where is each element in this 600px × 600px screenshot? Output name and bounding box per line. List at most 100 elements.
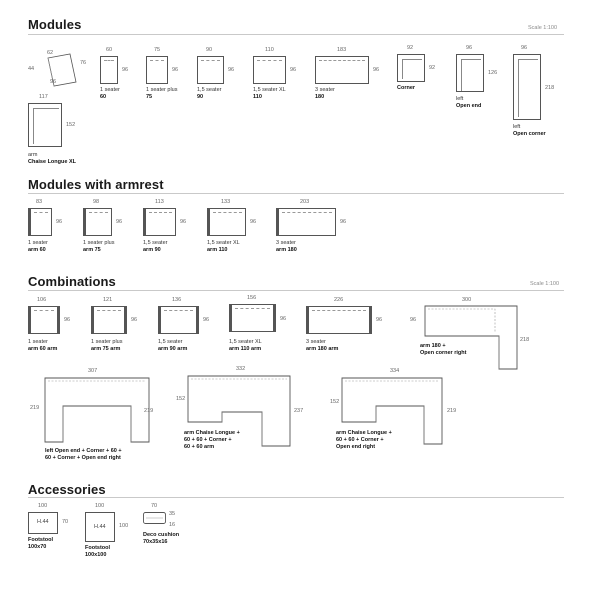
dim-width: 96 xyxy=(521,45,528,51)
dim-depth: 70 xyxy=(62,519,69,525)
dim-width: 183 xyxy=(337,47,347,53)
chaise-seat-outline xyxy=(461,59,481,91)
combination-caption: arm Chaise Longue +60 + 60 + Corner +60 … xyxy=(184,430,240,450)
dim-width: 133 xyxy=(221,199,231,205)
dim-depth-left: 219 xyxy=(30,405,40,411)
dim-depth-left: 152 xyxy=(330,399,340,405)
dim-depth: 96 xyxy=(122,67,129,73)
section-divider xyxy=(28,193,564,194)
footstool-height-label: H.44 xyxy=(37,519,49,525)
dim-depth: 35 xyxy=(169,511,176,517)
dim-depth: 96 xyxy=(203,317,210,323)
combination-drawing xyxy=(44,377,150,443)
dim-depth-left: 152 xyxy=(176,396,186,402)
module-drawing xyxy=(28,208,52,236)
dim-width: 106 xyxy=(37,297,47,303)
dim-width: 90 xyxy=(206,47,213,53)
module-drawing xyxy=(397,54,425,82)
dim-height: 76 xyxy=(80,60,87,66)
dim-depth: 96 xyxy=(180,219,187,225)
dim-depth: 96 xyxy=(340,219,347,225)
combination-drawing xyxy=(306,306,372,334)
footstool-height-label: H.44 xyxy=(94,524,106,530)
dim-depth: 96 xyxy=(280,316,287,322)
combination-drawing xyxy=(91,306,127,334)
module-drawing xyxy=(197,56,224,84)
scale-label-combinations: Scale 1:100 xyxy=(530,281,560,287)
dim-width: 60 xyxy=(106,47,113,53)
section-divider xyxy=(28,34,564,35)
section-title-modules-with-armrest: Modules with armrest xyxy=(28,177,164,192)
combination-drawing xyxy=(341,377,443,445)
dim-depth: 96 xyxy=(290,67,297,73)
dim-width: 300 xyxy=(462,297,472,303)
dim-depth: 96 xyxy=(172,67,179,73)
dim-width: 307 xyxy=(88,368,98,374)
cushion-drawing xyxy=(143,512,166,524)
dim-width: 100 xyxy=(38,503,48,509)
dim-width: 98 xyxy=(93,199,100,205)
dim-width: 92 xyxy=(407,45,414,51)
dim-width: 334 xyxy=(390,368,400,374)
dim-depth: 96 xyxy=(228,67,235,73)
combination-drawing xyxy=(187,375,291,447)
module-drawing xyxy=(207,208,246,236)
module-drawing xyxy=(253,56,286,84)
module-drawing xyxy=(456,54,484,92)
dim-width: 226 xyxy=(334,297,344,303)
scale-label-modules: Scale 1:100 xyxy=(528,25,558,31)
dim-width: 117 xyxy=(39,94,48,100)
combination-caption: left Open end + Corner + 60 +60 + Corner… xyxy=(45,448,122,461)
dim-width: 203 xyxy=(300,199,310,205)
module-drawing xyxy=(315,56,369,84)
footstool-drawing: H.44 xyxy=(28,512,58,534)
module-drawing xyxy=(100,56,118,84)
dim-depth: 218 xyxy=(545,85,555,91)
combination-caption: arm Chaise Longue +60 + 60 + Corner +Ope… xyxy=(336,430,392,450)
dim-depth: 96 xyxy=(373,67,380,73)
open-corner-seat-outline xyxy=(518,59,538,117)
dim-width: 110 xyxy=(265,47,274,53)
dim-depth: 96 xyxy=(64,317,71,323)
dim-width: 113 xyxy=(155,199,164,205)
dim-depth-right: 237 xyxy=(294,408,304,414)
dim-depth: 96 xyxy=(376,317,383,323)
section-divider xyxy=(28,290,564,291)
chaise-seat-outline xyxy=(33,108,59,144)
combination-drawing xyxy=(28,306,60,334)
module-drawing xyxy=(146,56,168,84)
module-drawing xyxy=(83,208,112,236)
dim-depth-right: 219 xyxy=(144,408,154,414)
dim-width: 136 xyxy=(172,297,182,303)
section-title-modules: Modules xyxy=(28,17,82,32)
dim-depth-right: 219 xyxy=(447,408,457,414)
combination-drawing xyxy=(229,304,276,332)
dim-width: 96 xyxy=(466,45,473,51)
module-drawing xyxy=(28,103,62,147)
dim-width: 121 xyxy=(103,297,113,303)
dim-depth: 96 xyxy=(116,219,123,225)
dim-depth: 126 xyxy=(488,70,498,76)
dim-depth: 96 xyxy=(131,317,138,323)
module-drawing xyxy=(143,208,176,236)
dim-width: 75 xyxy=(154,47,161,53)
corner-seat-outline xyxy=(402,59,422,79)
section-divider xyxy=(28,497,564,498)
